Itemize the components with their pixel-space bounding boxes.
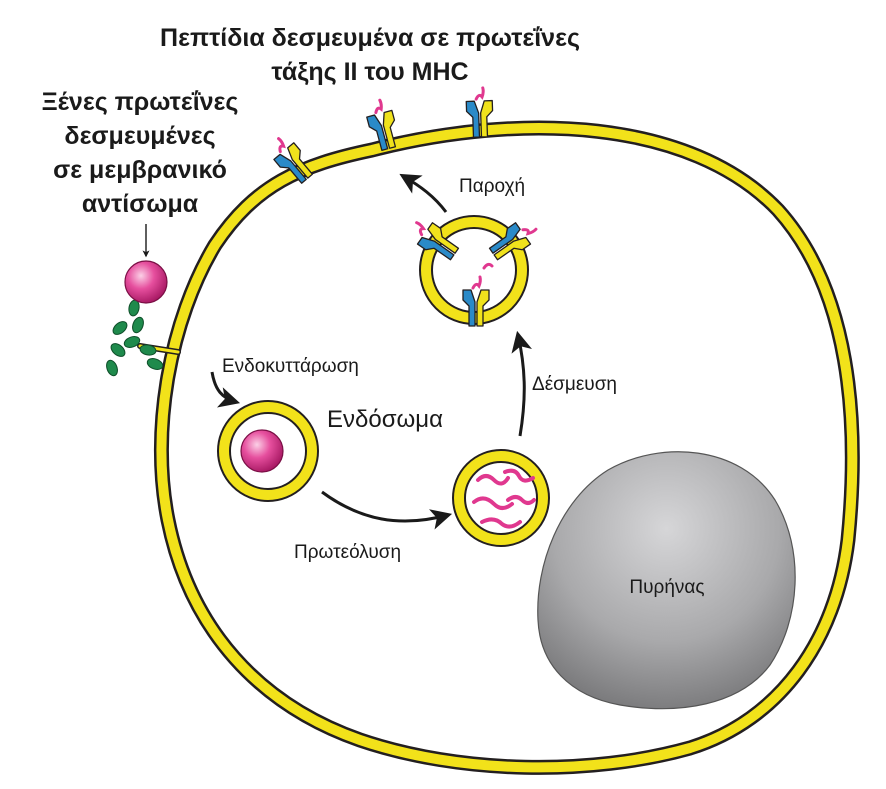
proteolysis-arrow — [321, 490, 453, 530]
peptide-fragment — [503, 468, 535, 483]
membrane-antibody — [104, 298, 181, 378]
mhc-title-line1: Πεπτίδια δεσμευμένα σε πρωτεΐνες — [160, 24, 580, 52]
label-proteolysis: Πρωτεόλυση — [294, 542, 401, 563]
label-nucleus: Πυρήνας — [629, 577, 704, 598]
peptide-fragment — [480, 517, 522, 529]
foreign-title-line4: αντίσωμα — [82, 190, 199, 218]
label-endosome: Ενδόσωμα — [327, 406, 443, 433]
proteolysis-vesicle — [452, 449, 550, 547]
mhc-title-line2: τάξης ΙΙ του MHC — [271, 58, 468, 86]
nucleus — [537, 451, 796, 710]
endocytosis-arrow — [210, 371, 241, 408]
endosome — [217, 400, 319, 502]
binding-arrow — [511, 330, 532, 437]
foreign-title-line3: σε μεμβρανικό — [53, 156, 227, 184]
peptide-fragment — [476, 474, 510, 486]
foreign-title-line1: Ξένες πρωτεΐνες — [42, 88, 239, 116]
binding-vesicle — [405, 213, 543, 328]
label-binding: Δέσμευση — [532, 374, 617, 395]
presentation-arrow — [399, 173, 448, 213]
peptide-fragment — [506, 495, 536, 505]
label-endocytosis: Ενδοκυττάρωση — [222, 356, 359, 377]
label-presentation: Παροχή — [459, 176, 525, 197]
foreign-protein — [124, 260, 168, 304]
peptide-fragment — [472, 496, 514, 510]
foreign-title-line2: δεσμευμένες — [64, 122, 215, 150]
